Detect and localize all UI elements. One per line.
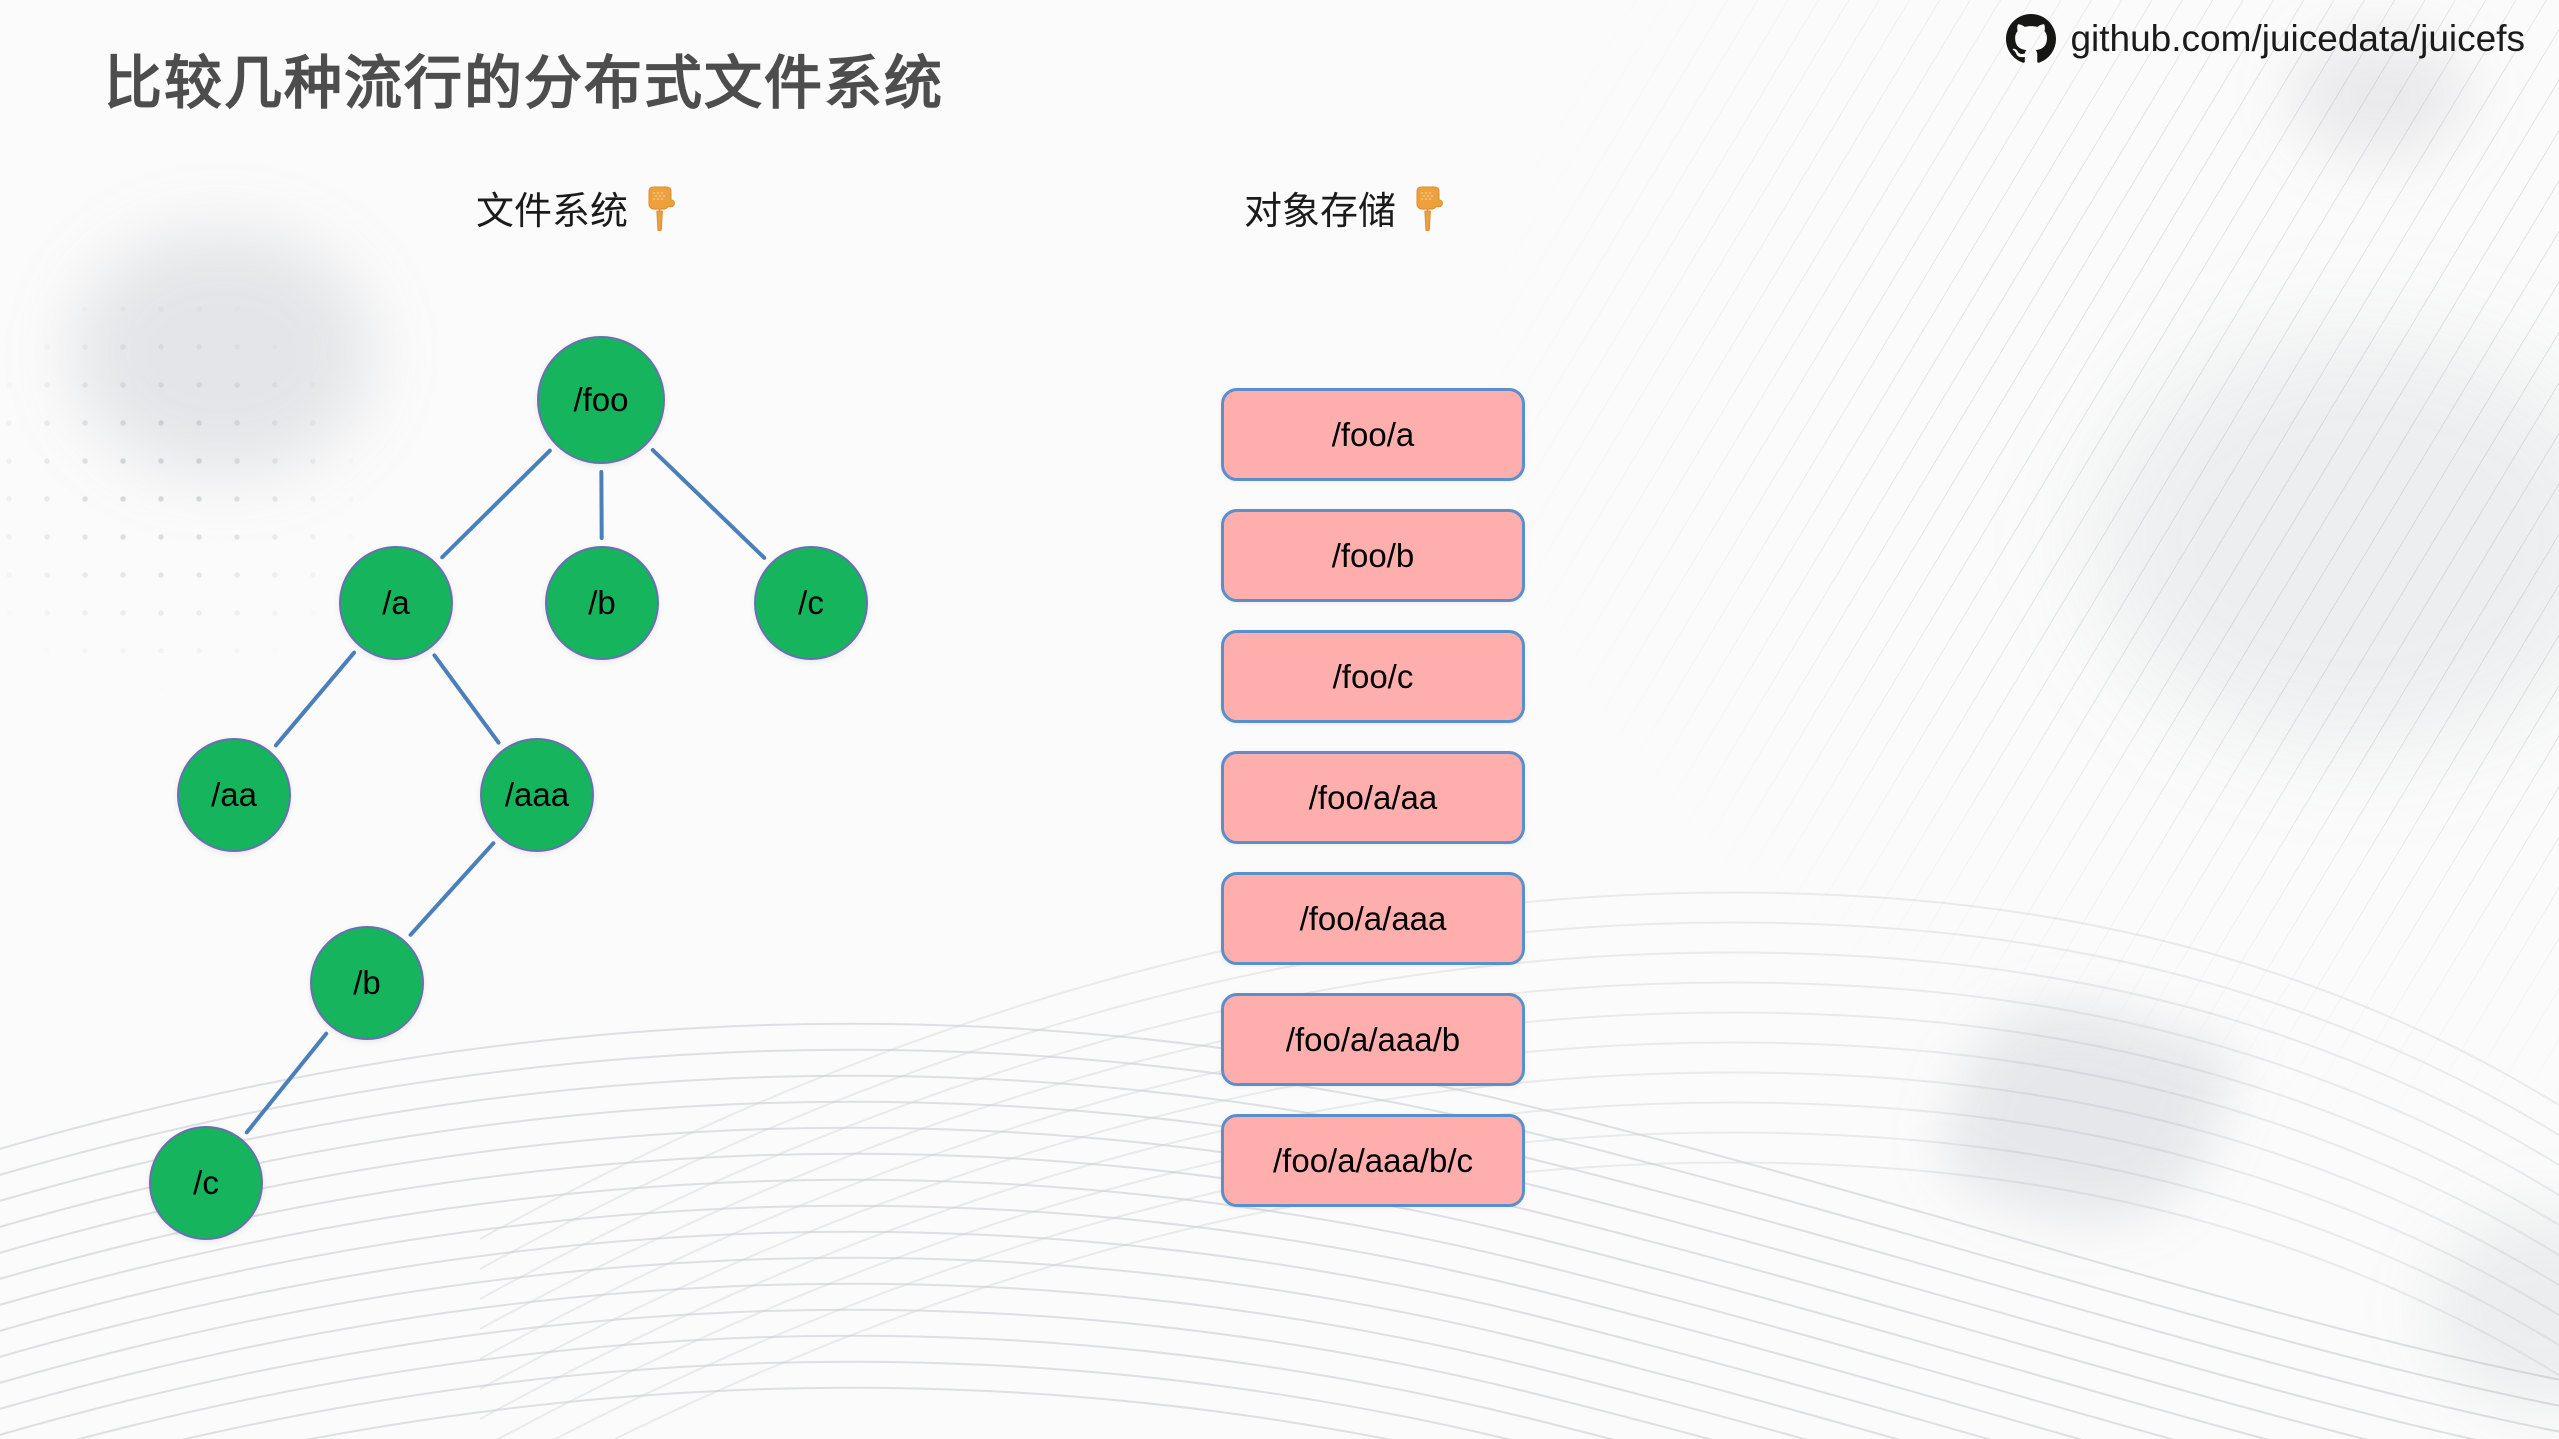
object-store-item-label: /foo/a/aaa/b/c — [1273, 1141, 1473, 1179]
object-store-item-label: /foo/a/aaa — [1299, 899, 1447, 937]
object-store-item[interactable]: /foo/a/aa — [1221, 751, 1525, 844]
point-down-hand-icon — [648, 186, 675, 231]
page-title: 比较几种流行的分布式文件系统 — [104, 51, 945, 116]
tree-node-label: /foo — [573, 381, 629, 418]
tree-node[interactable]: /foo — [537, 336, 665, 464]
point-down-hand-icon — [1416, 186, 1443, 231]
blur-blob — [72, 230, 372, 475]
caption-objectstore-label: 对象存储 — [1244, 191, 1397, 233]
object-store-item-label: /foo/b — [1331, 536, 1415, 574]
github-badge[interactable]: github.com/juicedata/juicefs — [2006, 14, 2525, 64]
tree-node[interactable]: /b — [545, 546, 659, 660]
tree-edge — [440, 448, 552, 560]
tree-node[interactable]: /aa — [177, 738, 291, 852]
caption-filesystem: 文件系统 — [476, 180, 678, 235]
blur-blob — [2090, 330, 2559, 750]
github-url-text: github.com/juicedata/juicefs — [2070, 18, 2525, 59]
tree-edge — [432, 653, 501, 745]
tree-edge — [244, 1031, 329, 1135]
tree-node-label: /c — [193, 1164, 219, 1201]
tree-node[interactable]: /b — [310, 926, 424, 1040]
blur-blob — [1933, 976, 2237, 1254]
object-store-item-label: /foo/a/aaa/b — [1285, 1020, 1461, 1058]
tree-node[interactable]: /c — [149, 1126, 263, 1240]
tree-node-label: /aaa — [504, 776, 570, 813]
object-store-item-label: /foo/a — [1331, 415, 1415, 453]
tree-node-label: /a — [382, 584, 410, 621]
object-store-item[interactable]: /foo/a — [1221, 388, 1525, 481]
caption-objectstore: 对象存储 — [1244, 180, 1446, 235]
object-store-item[interactable]: /foo/b — [1221, 509, 1525, 602]
object-store-item-label: /foo/a/aa — [1308, 778, 1438, 816]
tree-edge — [650, 448, 767, 560]
dot-grid-pattern — [0, 290, 420, 720]
tree-node-label: /b — [353, 964, 381, 1001]
tree-edge — [408, 841, 496, 937]
tree-node[interactable]: /aaa — [480, 738, 594, 852]
github-mark-icon — [2006, 14, 2057, 63]
tree-edge — [273, 650, 357, 748]
blur-blob — [2430, 1210, 2559, 1410]
object-store-item[interactable]: /foo/a/aaa/b — [1221, 993, 1525, 1086]
object-store-item[interactable]: /foo/a/aaa — [1221, 872, 1525, 965]
object-store-item[interactable]: /foo/c — [1221, 630, 1525, 723]
object-store-item-label: /foo/c — [1332, 657, 1414, 695]
tree-node-label: /aa — [211, 776, 257, 813]
tree-node-label: /b — [588, 584, 616, 621]
tree-node[interactable]: /c — [754, 546, 868, 660]
tree-node[interactable]: /a — [339, 546, 453, 660]
caption-filesystem-label: 文件系统 — [476, 191, 629, 233]
object-store-item[interactable]: /foo/a/aaa/b/c — [1221, 1114, 1525, 1207]
tree-node-label: /c — [798, 584, 824, 621]
